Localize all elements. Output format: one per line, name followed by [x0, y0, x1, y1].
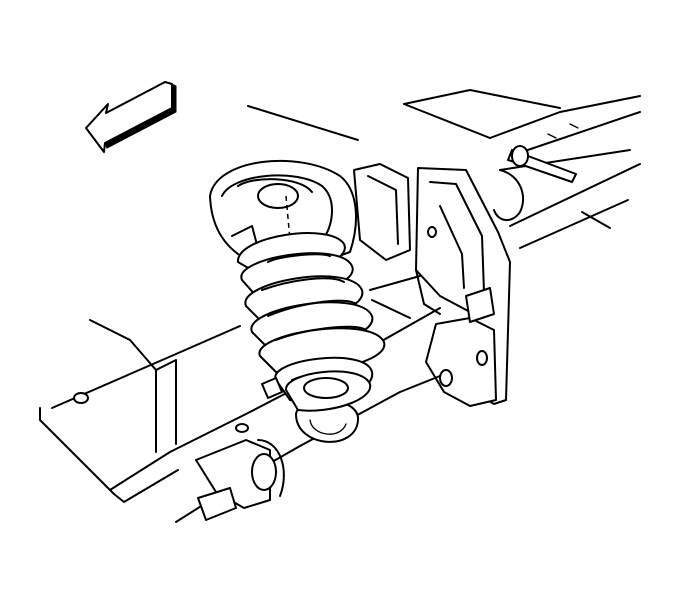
- lower-bracket: [195, 398, 360, 521]
- direction-arrow-icon: [85, 81, 177, 153]
- lower-rail-right: [369, 275, 441, 393]
- coil-spring: [236, 232, 386, 403]
- lower-spring-seat: [284, 370, 372, 412]
- frame-mounting-bracket: [353, 163, 511, 407]
- stabilizer-link: [493, 145, 577, 221]
